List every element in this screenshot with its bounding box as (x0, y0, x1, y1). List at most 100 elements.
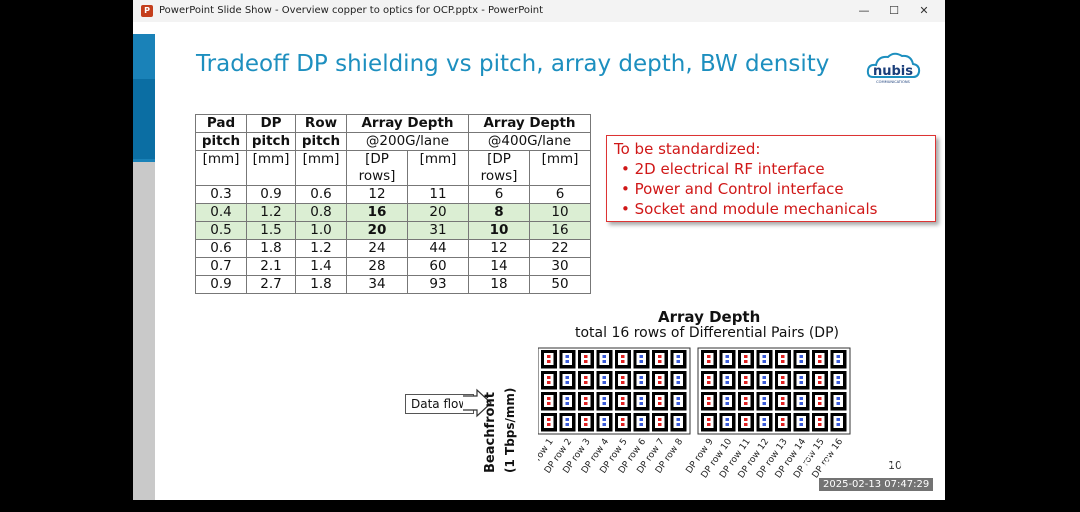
array-depth-subtitle: total 16 rows of Differential Pairs (DP) (575, 325, 839, 341)
th-pad-2: pitch (195, 132, 247, 151)
cell: 30 (529, 257, 591, 276)
dp-cell-inner (599, 374, 609, 386)
dp-cell-inner (778, 416, 788, 428)
dp-pad (781, 360, 785, 363)
slide-title: Tradeoff DP shielding vs pitch, array de… (196, 51, 830, 77)
dp-pad (639, 423, 643, 426)
dp-cell-inner (778, 374, 788, 386)
standardized-item: • Power and Control interface (621, 180, 844, 198)
dp-cell-inner (741, 374, 751, 386)
maximize-button[interactable]: ☐ (889, 4, 899, 17)
dp-pad (676, 423, 680, 426)
dp-pad (602, 402, 606, 405)
dp-pad (565, 376, 569, 379)
dp-pad (799, 418, 803, 421)
dp-cell-inner (741, 353, 751, 365)
cell: 1.0 (295, 221, 347, 240)
unit-pad: [mm] (195, 150, 247, 186)
dp-pad (744, 423, 748, 426)
dp-pad (658, 376, 662, 379)
table-row: 0.3 0.9 0.6 12 11 6 6 (195, 185, 591, 204)
table-row: 0.7 2.1 1.4 28 60 14 30 (195, 257, 591, 276)
dp-pad (781, 381, 785, 384)
dp-pad (584, 397, 588, 400)
dp-cell-inner (759, 353, 769, 365)
dp-cell-inner (722, 416, 732, 428)
slide[interactable]: Tradeoff DP shielding vs pitch, array de… (133, 22, 945, 500)
table-row-highlighted: 0.5 1.5 1.0 20 31 10 16 (195, 221, 591, 240)
dp-pad (565, 397, 569, 400)
dp-pad (818, 418, 822, 421)
dp-pad (725, 423, 729, 426)
cell: 18 (468, 275, 530, 294)
powerpoint-app-icon: P (141, 5, 153, 17)
dp-pad (602, 423, 606, 426)
dp-pad (621, 418, 625, 421)
table-row: 0.9 2.7 1.8 34 93 18 50 (195, 275, 591, 294)
dp-cell-inner (815, 395, 825, 407)
dp-pad (707, 397, 711, 400)
dp-cell-inner (796, 395, 806, 407)
dp-cell-inner (673, 374, 683, 386)
close-button[interactable]: ✕ (919, 4, 929, 17)
dp-pad (658, 360, 662, 363)
dp-pad (725, 355, 729, 358)
dp-pad (584, 381, 588, 384)
dp-pad (762, 418, 766, 421)
dp-cell-inner (581, 395, 591, 407)
dp-pad (658, 355, 662, 358)
th-dp: DP (246, 114, 296, 133)
dp-pad (818, 355, 822, 358)
unit-400-mm: [mm] (529, 150, 591, 186)
dp-cell-inner (562, 395, 572, 407)
dp-cell-inner (599, 395, 609, 407)
dp-pad (676, 402, 680, 405)
unit-row: [mm] (295, 150, 347, 186)
dp-pad (781, 376, 785, 379)
dp-pad (584, 418, 588, 421)
cell: 60 (407, 257, 469, 276)
dp-pad (818, 397, 822, 400)
dp-cell-inner (655, 395, 665, 407)
dp-pad (707, 355, 711, 358)
dp-pad (781, 418, 785, 421)
dp-pad (836, 376, 840, 379)
dp-pad (781, 402, 785, 405)
th-row: Row (295, 114, 347, 133)
dp-cell-inner (673, 395, 683, 407)
dp-pad (799, 381, 803, 384)
dp-pad (658, 381, 662, 384)
dp-cell-inner (599, 353, 609, 365)
left-bar-blue-dark (133, 79, 155, 159)
dp-pad (836, 402, 840, 405)
dp-pad (621, 402, 625, 405)
cell: 10 (529, 203, 591, 222)
table-row-highlighted: 0.4 1.2 0.8 16 20 8 10 (195, 203, 591, 222)
dp-cell-inner (581, 353, 591, 365)
cell: 6 (468, 185, 530, 204)
dp-cell-inner (562, 374, 572, 386)
dp-cell-inner (618, 374, 628, 386)
dp-cell-inner (833, 353, 843, 365)
standardized-heading: To be standardized: (614, 140, 761, 158)
beachfront-label: Beachfront (1 Tbps/mm) (483, 388, 517, 473)
dp-pad (707, 381, 711, 384)
dp-pad (744, 397, 748, 400)
dp-cell-inner (618, 395, 628, 407)
dp-pad (565, 423, 569, 426)
th-depth-200: Array Depth (346, 114, 469, 133)
dp-cell-inner (581, 416, 591, 428)
th-depth-400-rate: @400G/lane (468, 132, 591, 151)
cell: 0.4 (195, 203, 247, 222)
minimize-button[interactable]: — (858, 4, 870, 17)
unit-400-rows-2: rows] (468, 168, 530, 186)
dp-cell-inner (673, 416, 683, 428)
th-row-2: pitch (295, 132, 347, 151)
dp-pad (744, 402, 748, 405)
nubis-logo: nubis COMMUNICATIONS (866, 52, 921, 84)
dp-cell-inner (544, 374, 554, 386)
dp-pad (547, 381, 551, 384)
watermark: 公众号 · 光芯 (800, 446, 931, 471)
array-depth-title: Array Depth (658, 308, 761, 326)
dp-cell-inner (581, 374, 591, 386)
